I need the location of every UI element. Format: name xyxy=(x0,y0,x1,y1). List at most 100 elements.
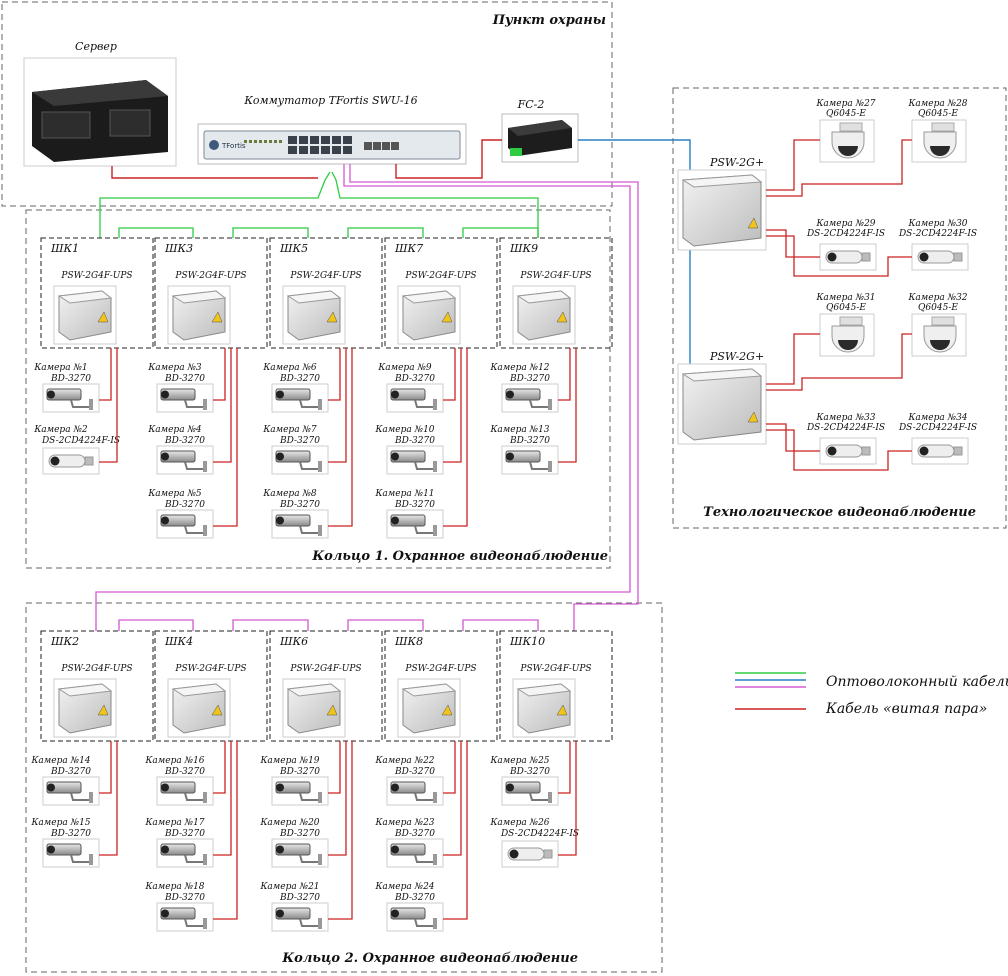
camera-label: Камера №5 xyxy=(147,489,202,499)
box-camera-icon xyxy=(271,509,329,539)
fiber-link xyxy=(232,227,309,238)
box-camera-icon xyxy=(386,383,444,413)
camera-label: Камера №21 xyxy=(259,882,319,892)
box-camera-icon xyxy=(156,383,214,413)
camera-label: Камера №15 xyxy=(30,818,90,828)
psw2g-icon xyxy=(677,363,767,445)
cabinet-name: ШК3 xyxy=(164,242,193,255)
bullet-camera-icon xyxy=(911,437,969,465)
twisted-pair-link xyxy=(558,348,577,463)
fiber-links xyxy=(95,164,639,631)
camera-label: Камера №23 xyxy=(374,818,434,828)
twisted-pair-link xyxy=(99,348,112,401)
camera-model: BD-3270 xyxy=(279,893,320,903)
camera-model: BD-3270 xyxy=(509,374,550,384)
twisted-pair-link xyxy=(328,741,353,920)
cabinet-name: ШК5 xyxy=(279,242,308,255)
cabinet-name: ШК1 xyxy=(50,242,79,255)
twisted-pair-link xyxy=(213,348,232,463)
twisted-pair-link xyxy=(766,423,820,452)
box-camera-icon xyxy=(386,902,444,932)
cabinet-device-label: PSW-2G4F-UPS xyxy=(60,664,132,674)
twisted-pair-link xyxy=(328,348,347,463)
switch-sfp-port xyxy=(288,136,297,144)
twisted-pair-link xyxy=(443,348,456,401)
fiber-trunk-ring2-end xyxy=(349,164,639,631)
dome-camera-icon xyxy=(911,313,967,357)
psw2g-label: PSW-2G+ xyxy=(709,156,764,169)
cabinet-switch-icon xyxy=(512,678,576,738)
twisted-pair-link xyxy=(558,348,571,401)
media-converter-icon xyxy=(501,113,579,163)
camera-label: Камера №18 xyxy=(144,882,204,892)
switch-led xyxy=(264,140,267,143)
fiber-link xyxy=(462,619,539,631)
box-camera-icon xyxy=(156,445,214,475)
box-camera-icon xyxy=(501,383,559,413)
camera-model: DS-2CD4224F-IS xyxy=(898,423,977,433)
switch-sfp-port xyxy=(343,136,352,144)
camera-label: Камера №22 xyxy=(374,756,434,766)
cabinet-switch-icon xyxy=(53,678,117,738)
twisted-pair-link xyxy=(213,741,238,920)
switch-rj45-port xyxy=(373,142,381,150)
fiber-link xyxy=(347,619,424,631)
box-camera-icon xyxy=(156,509,214,539)
switch-brand: TFortis xyxy=(221,142,246,150)
switch-sfp-port xyxy=(310,136,319,144)
camera-model: BD-3270 xyxy=(164,829,205,839)
switch-sfp-port xyxy=(321,146,330,154)
cabinet-name: ШК4 xyxy=(164,635,193,648)
twisted-pair-link xyxy=(99,348,118,463)
zone-guard-border xyxy=(1,1,613,207)
camera-model: BD-3270 xyxy=(164,374,205,384)
cabinet-device-label: PSW-2G4F-UPS xyxy=(174,664,246,674)
camera-label: Камера №29 xyxy=(815,219,875,229)
camera-label: Камера №34 xyxy=(907,413,967,423)
camera-model: DS-2CD4224F-IS xyxy=(500,829,579,839)
cabinet-switch-icon xyxy=(167,285,231,345)
camera-model: DS-2CD4224F-IS xyxy=(806,229,885,239)
camera-model: BD-3270 xyxy=(509,436,550,446)
camera-model: DS-2CD4224F-IS xyxy=(898,229,977,239)
switch-led xyxy=(274,140,277,143)
camera-label: Камера №8 xyxy=(262,489,317,499)
switch-sfp-port xyxy=(343,146,352,154)
switch-sfp-port xyxy=(288,146,297,154)
legend-fiber-label: Оптоволоконный кабель xyxy=(826,674,1008,690)
camera-label: Камера №30 xyxy=(907,219,967,229)
cabinet-switch-icon xyxy=(282,678,346,738)
cabinet-device-label: PSW-2G4F-UPS xyxy=(289,664,361,674)
switch-sfp-port xyxy=(299,136,308,144)
box-camera-icon xyxy=(271,902,329,932)
camera-model: BD-3270 xyxy=(50,374,91,384)
switch-sfp-port xyxy=(321,136,330,144)
box-camera-icon xyxy=(156,838,214,868)
cabinet-switch-icon xyxy=(512,285,576,345)
camera-label: Камера №1 xyxy=(33,363,87,373)
cabinet-name: ШК6 xyxy=(279,635,308,648)
cabinet-switch-icon xyxy=(167,678,231,738)
twisted-pair-link xyxy=(766,139,912,197)
zone-ring1-border xyxy=(25,209,611,569)
camera-model: BD-3270 xyxy=(164,436,205,446)
camera-model: Q6045-E xyxy=(918,109,958,119)
camera-label: Камера №32 xyxy=(907,293,967,303)
guard-links xyxy=(111,139,691,364)
camera-model: BD-3270 xyxy=(279,500,320,510)
camera-label: Камера №16 xyxy=(144,756,204,766)
fiber-trunk-ring1-start xyxy=(99,171,331,238)
camera-label: Камера №7 xyxy=(262,425,317,435)
dome-camera-icon xyxy=(911,119,967,163)
fiber-link xyxy=(118,227,194,238)
twisted-pair-link xyxy=(443,348,468,527)
camera-label: Камера №10 xyxy=(374,425,434,435)
camera-model: BD-3270 xyxy=(509,767,550,777)
twisted-pair-link xyxy=(99,741,112,794)
switch-rj45-port xyxy=(364,142,372,150)
